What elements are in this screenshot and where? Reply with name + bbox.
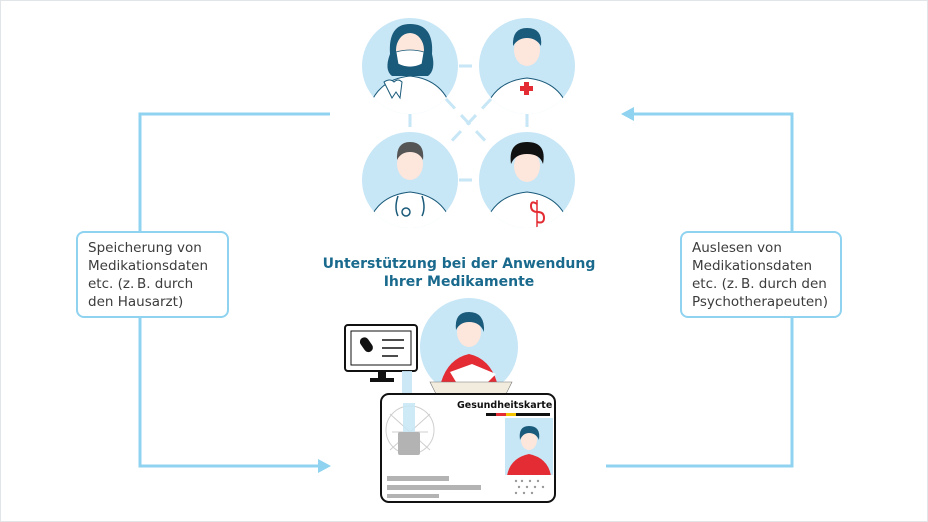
read-data-line: etc. (z. B. durch den <box>692 276 827 292</box>
physician-icon <box>362 132 458 228</box>
patient-icon <box>420 298 518 396</box>
card-title: Gesundheitskarte <box>457 400 553 411</box>
caption-line: Unterstützung bei der Anwendung <box>322 256 596 272</box>
caption-line: Ihrer Medikamente <box>383 274 535 290</box>
arrow-head-left-icon <box>621 107 634 121</box>
health-card-icon <box>380 393 556 503</box>
network-connectors <box>408 64 529 182</box>
read-data-box: Auslesen von Medikationsdaten etc. (z. B… <box>680 231 842 318</box>
hospital-doctor-icon <box>479 18 575 114</box>
support-caption: Unterstützung bei der Anwendung Ihrer Me… <box>300 255 618 291</box>
store-data-line: Speicherung von <box>88 240 202 256</box>
arrow-head-right-icon <box>318 459 331 473</box>
pharmacist-icon <box>479 132 575 228</box>
card-terminal-icon <box>344 324 418 401</box>
read-data-line: Medikationsdaten <box>692 258 813 274</box>
store-data-line: Medikationsdaten <box>88 258 209 274</box>
store-data-line: den Hausarzt) <box>88 294 184 310</box>
store-data-box: Speicherung von Medikationsdaten etc. (z… <box>76 231 229 318</box>
read-data-line: Psychotherapeuten) <box>692 294 828 310</box>
dentist-icon <box>362 18 458 114</box>
store-data-line: etc. (z. B. durch <box>88 276 194 292</box>
read-data-line: Auslesen von <box>692 240 782 256</box>
